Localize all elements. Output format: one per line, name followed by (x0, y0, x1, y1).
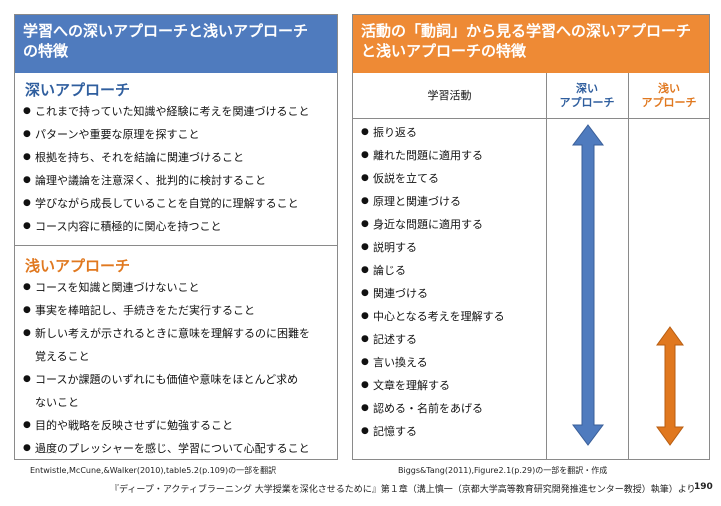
list-item: 論理や議論を注意深く、批判的に検討すること (23, 169, 331, 192)
list-item: 中心となる考えを理解する (361, 305, 505, 328)
table-header-divider (353, 118, 709, 119)
section-divider (15, 245, 337, 246)
list-item: 離れた問題に適用する (361, 144, 505, 167)
list-item: 言い換える (361, 351, 505, 374)
column-divider (628, 73, 629, 459)
list-item: 文章を理解する (361, 374, 505, 397)
column-header-activity: 学習活動 (427, 88, 472, 102)
list-item: これまで持っていた知識や経験に考えを関連づけること (23, 100, 331, 123)
left-title-line1: 学習への深いアプローチと浅いアプローチ (23, 22, 309, 40)
column-header-deep: 深いアプローチ (559, 81, 615, 109)
shallow-approach-double-arrow-icon (656, 326, 684, 446)
list-item: 学びながら成長していることを自覚的に理解すること (23, 192, 331, 215)
list-item: 振り返る (361, 121, 505, 144)
list-item: パターンや重要な原理を探すこと (23, 123, 331, 146)
right-title-line1: 活動の「動詞」から見る学習への深いアプローチ (361, 22, 692, 40)
list-item: 事実を棒暗記し、手続きをただ実行すること (23, 299, 331, 322)
column-divider (546, 73, 547, 459)
activity-list: 振り返る 離れた問題に適用する 仮説を立てる 原理と関連づける 身近な問題に適用… (361, 121, 505, 443)
right-caption: Biggs&Tang(2011),Figure2.1(p.29)の一部を翻訳・作… (398, 466, 608, 475)
shallow-approach-title: 浅いアプローチ (25, 257, 131, 275)
deep-approach-double-arrow-icon (572, 124, 604, 446)
list-item: 過度のプレッシャーを感じ、学習について心配すること (23, 437, 331, 460)
list-item: 目的や戦略を反映させずに勉強すること (23, 414, 331, 437)
list-item: 身近な問題に適用する (361, 213, 505, 236)
deep-approach-title: 深いアプローチ (25, 81, 131, 99)
list-item: コース内容に積極的に関心を持つこと (23, 215, 331, 238)
list-item: 論じる (361, 259, 505, 282)
left-title-line2: の特徴 (23, 42, 69, 60)
list-item: 認める・名前をあげる (361, 397, 505, 420)
list-item: 関連づける (361, 282, 505, 305)
page-number: 190 (694, 482, 713, 492)
footer-citation: 『ディープ・アクティブラーニング 大学授業を深化させるために』第１章（溝上慎一（… (110, 485, 696, 495)
list-item: 仮説を立てる (361, 167, 505, 190)
list-item: 説明する (361, 236, 505, 259)
deep-approach-list: これまで持っていた知識や経験に考えを関連づけること パターンや重要な原理を探すこ… (23, 100, 331, 238)
list-item: 原理と関連づける (361, 190, 505, 213)
list-item: 記憶する (361, 420, 505, 443)
list-item: 記述する (361, 328, 505, 351)
right-panel: 活動の「動詞」から見る学習への深いアプローチ と浅いアプローチの特徴 学習活動 … (352, 14, 710, 460)
column-header-shallow: 浅いアプローチ (641, 81, 697, 109)
left-panel-header: 学習への深いアプローチと浅いアプローチ の特徴 (15, 15, 337, 73)
right-title-line2: と浅いアプローチの特徴 (361, 42, 527, 60)
right-panel-header: 活動の「動詞」から見る学習への深いアプローチ と浅いアプローチの特徴 (353, 15, 709, 73)
shallow-approach-list: コースを知識と関連づけないこと 事実を棒暗記し、手続きをただ実行すること 新しい… (23, 276, 331, 460)
left-caption: Entwistle,McCune,&Walker(2010),table5.2(… (30, 466, 277, 475)
list-item: コースを知識と関連づけないこと (23, 276, 331, 299)
left-panel: 学習への深いアプローチと浅いアプローチ の特徴 深いアプローチ これまで持ってい… (14, 14, 338, 460)
list-item: 根拠を持ち、それを結論に関連づけること (23, 146, 331, 169)
